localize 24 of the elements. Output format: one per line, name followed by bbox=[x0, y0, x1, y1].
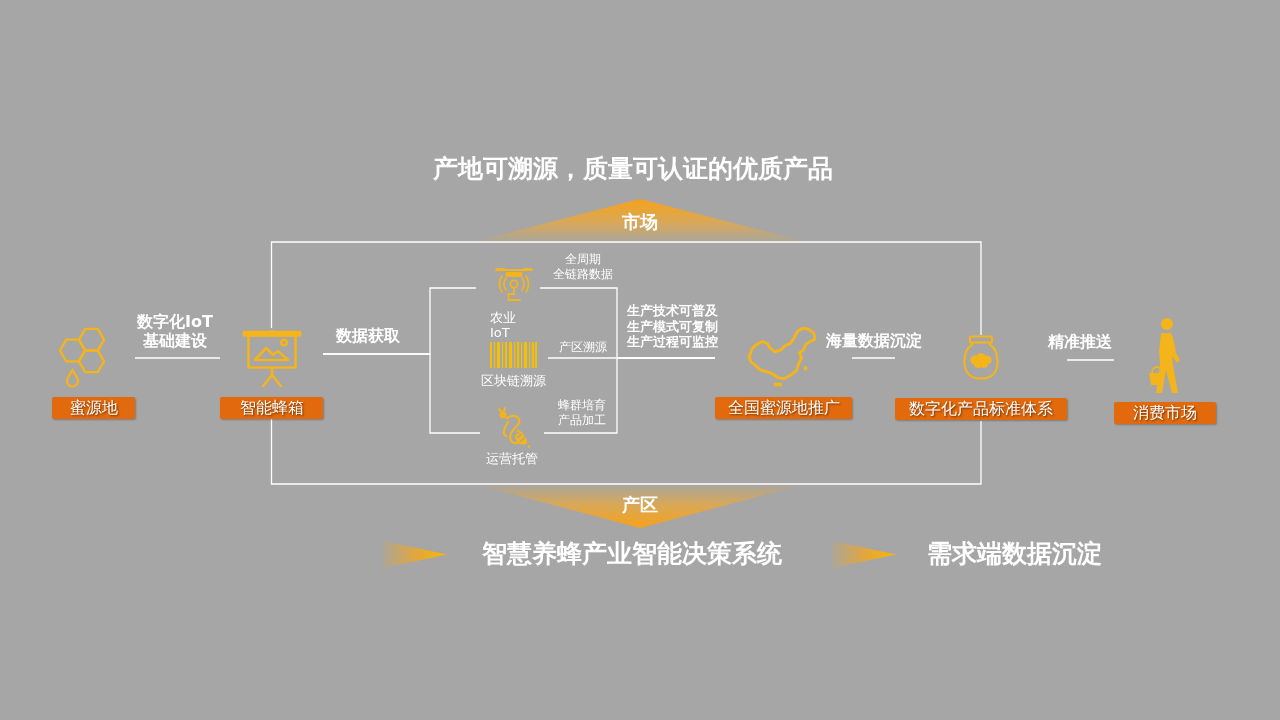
label-tag: 全国蜜源地推广 bbox=[715, 397, 852, 419]
connector-line bbox=[1066, 359, 1115, 361]
connector-line bbox=[322, 353, 481, 434]
connector-line bbox=[270, 241, 982, 336]
label-tag: 蜜源地 bbox=[52, 397, 135, 419]
edge-label: 海量数据沉淀 bbox=[824, 331, 924, 350]
label-tag: 智能蜂箱 bbox=[220, 397, 323, 419]
label-tag: 数字化产品标准体系 bbox=[895, 398, 1067, 420]
heading-text: 智慧养蜂产业智能决策系统 bbox=[482, 539, 782, 569]
note-text: 生产技术可普及生产模式可复制生产过程可监控 bbox=[627, 303, 718, 350]
heading-text: 需求端数据沉淀 bbox=[927, 539, 1102, 569]
edge-label: 全周期全链路数据 bbox=[551, 252, 615, 282]
connector-line bbox=[851, 357, 896, 359]
connector-line bbox=[543, 357, 716, 434]
node-label: 运营托管 bbox=[485, 451, 539, 466]
edge-label: 精准推送 bbox=[1045, 332, 1115, 351]
label-tag: 消费市场 bbox=[1114, 402, 1216, 424]
node-label: 农业IoT bbox=[490, 310, 517, 340]
title: 产地可溯源，质量可认证的优质产品 bbox=[433, 153, 833, 185]
node-label: 区块链溯源 bbox=[479, 373, 547, 388]
triangle-banner: 市场 bbox=[477, 199, 803, 241]
connector-line bbox=[134, 357, 221, 359]
connector-line bbox=[270, 418, 982, 485]
triangle-banner: 产区 bbox=[482, 486, 798, 528]
